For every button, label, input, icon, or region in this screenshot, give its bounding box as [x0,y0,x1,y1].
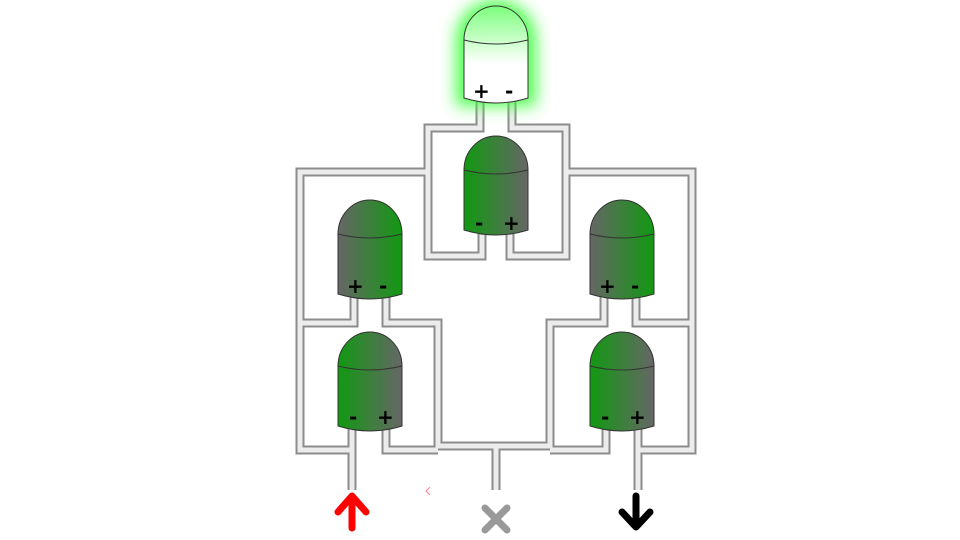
led-right-lower[interactable]: - + [589,331,655,432]
pin-plus-label: + [599,274,616,298]
pin-minus-label: - [379,274,387,298]
pin-minus-label: - [475,211,483,235]
wires [295,100,697,490]
pin-plus-label: + [347,274,364,298]
pin-minus-label: - [349,405,357,429]
arrow-down-icon[interactable] [618,492,654,531]
pin-plus-label: + [629,405,646,429]
led-top-lit[interactable]: + - [456,0,536,106]
led-right-upper[interactable]: + - [589,199,655,300]
arrow-up-icon[interactable] [334,492,370,532]
pin-minus-label: - [631,274,639,298]
chevron-left-icon [425,486,431,496]
pin-minus-label: - [601,405,609,429]
pin-minus-label: - [505,79,513,103]
led-left-lower[interactable]: - + [337,331,403,432]
pin-plus-label: + [377,405,394,429]
pin-plus-label: + [503,211,520,235]
close-icon[interactable] [481,504,511,534]
pin-plus-label: + [473,79,490,103]
led-left-upper[interactable]: + - [337,199,403,300]
led-center[interactable]: - + [463,135,529,236]
